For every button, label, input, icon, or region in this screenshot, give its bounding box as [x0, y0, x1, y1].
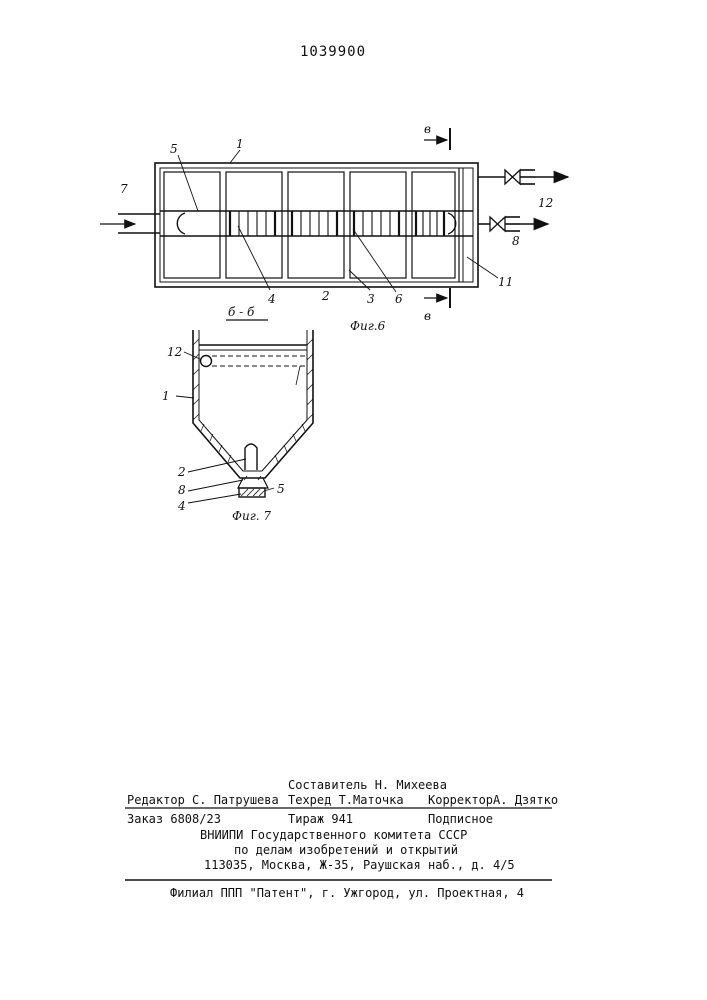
label-1: 1: [162, 389, 170, 403]
pipe-12-circle: [201, 356, 212, 367]
label-12: 12: [167, 345, 182, 359]
label-5: 5: [277, 482, 285, 496]
hopper-wall: [193, 330, 313, 478]
footer-techred: Техред Т.Маточка: [288, 793, 404, 807]
footer-corrector: КорректорА. Дзятко: [428, 793, 558, 807]
footer-subscription: Подписное: [428, 812, 493, 826]
section-title: б - б: [228, 305, 255, 319]
label-12: 12: [538, 196, 553, 210]
footer-compiler: Составитель Н. Михеева: [288, 778, 447, 792]
label-11: 11: [498, 275, 513, 289]
section-mark-bottom: в: [424, 309, 431, 323]
base-block: [239, 488, 265, 497]
label-4: 4: [267, 292, 276, 306]
footer-editor: Редактор С. Патрушева: [127, 793, 279, 807]
label-6: 6: [395, 292, 403, 306]
label-7: 7: [120, 182, 128, 196]
label-8: 8: [512, 234, 520, 248]
section-mark-top: в: [424, 122, 431, 136]
footer-branch: Филиал ППП "Патент", г. Ужгород, ул. Про…: [170, 886, 524, 900]
compartment: [412, 172, 455, 278]
compartment: [226, 172, 282, 278]
footer-org-line2: по делам изобретений и открытий: [234, 843, 458, 857]
footer-order: Заказ 6808/23: [127, 812, 221, 826]
label-4: 4: [177, 499, 186, 513]
compartment: [164, 172, 220, 278]
compartment: [350, 172, 406, 278]
figure-7-caption: Фиг. 7: [232, 509, 271, 523]
label-1: 1: [236, 137, 244, 151]
label-5: 5: [170, 142, 178, 156]
element-2: [245, 444, 257, 470]
footer-org-line1: ВНИИПИ Государственного комитета СССР: [200, 828, 467, 842]
label-3: 3: [367, 292, 375, 306]
footer-address: 113035, Москва, Ж-35, Раушская наб., д. …: [204, 858, 515, 872]
label-2: 2: [321, 289, 330, 303]
housing-inner: [160, 168, 473, 282]
label-2: 2: [177, 465, 186, 479]
figure-7: [176, 320, 313, 503]
footer-circulation: Тираж 941: [288, 812, 353, 826]
compartment: [288, 172, 344, 278]
label-8: 8: [178, 483, 186, 497]
figure-6-caption: Фиг.6: [350, 319, 386, 333]
